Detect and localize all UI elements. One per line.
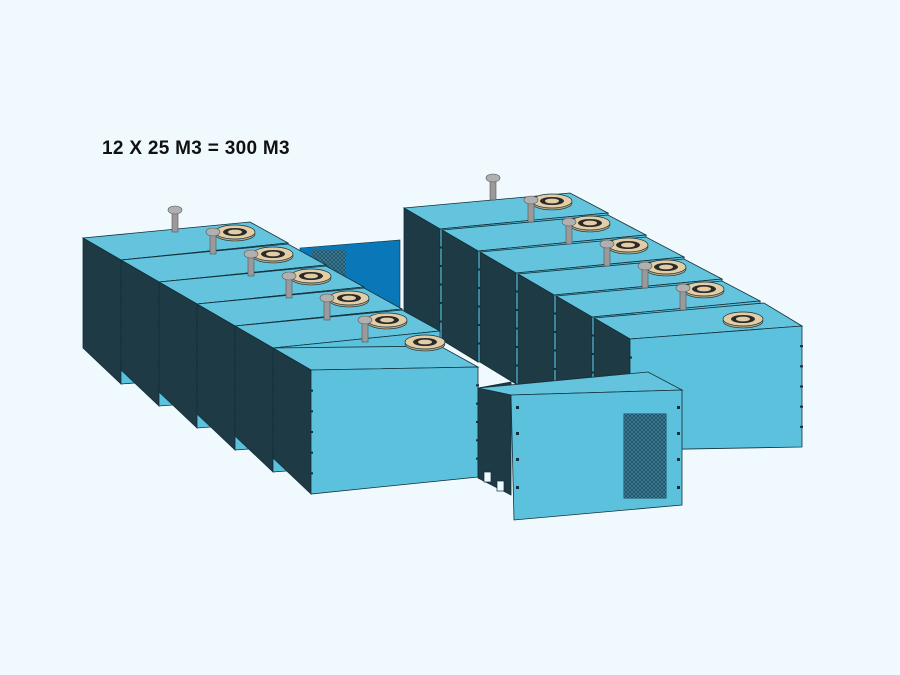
vent-pipe	[485, 173, 501, 201]
manhole-cover	[683, 281, 725, 299]
cabinet-vent-grille	[623, 413, 667, 499]
manhole-cover	[722, 311, 764, 329]
vent-pipe	[319, 293, 335, 321]
vent-pipe	[357, 315, 373, 343]
vent-pipe	[281, 271, 297, 299]
manhole-cover	[569, 215, 611, 233]
manhole-cover	[252, 246, 294, 264]
vent-pipe	[675, 283, 691, 311]
control-cabinet	[477, 371, 684, 521]
manhole-cover	[214, 224, 256, 242]
manhole-cover	[290, 268, 332, 286]
capacity-caption: 12 X 25 M3 = 300 M3	[102, 138, 290, 159]
manhole-cover	[366, 312, 408, 330]
vent-pipe	[637, 261, 653, 289]
vent-pipe	[167, 205, 183, 233]
storage-tank	[271, 315, 480, 495]
manhole-cover	[645, 259, 687, 277]
cabinet-ports	[483, 471, 505, 492]
manhole-cover	[328, 290, 370, 308]
manhole-cover	[531, 193, 573, 211]
vent-pipe	[205, 227, 221, 255]
manhole-cover	[607, 237, 649, 255]
vent-pipe	[561, 217, 577, 245]
vent-pipe	[243, 249, 259, 277]
manhole-cover	[404, 334, 446, 352]
vent-pipe	[523, 195, 539, 223]
tank-row-left	[81, 205, 480, 495]
vent-pipe	[599, 239, 615, 267]
tank-row-right	[402, 173, 804, 451]
